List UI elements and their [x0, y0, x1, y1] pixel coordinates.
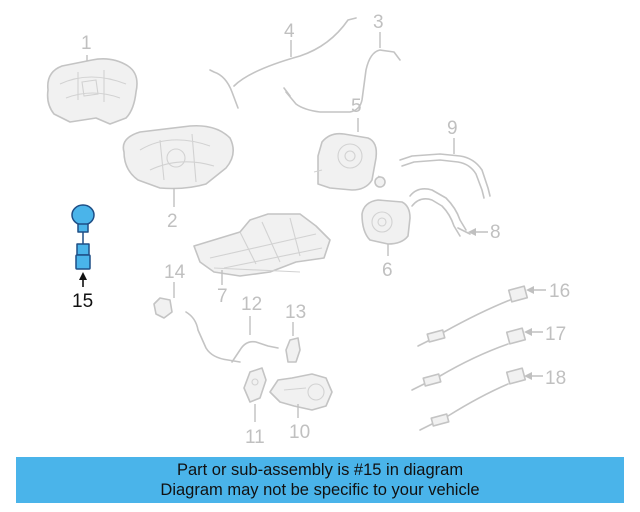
part-13[interactable] — [285, 337, 301, 363]
part-1[interactable] — [46, 58, 138, 125]
part-15-highlighted[interactable] — [71, 204, 95, 270]
part-10[interactable] — [269, 373, 333, 411]
part-2[interactable] — [122, 124, 234, 190]
part-5[interactable] — [313, 132, 386, 191]
part-14[interactable] — [153, 297, 241, 363]
parts-diagram: 1 2 3 4 5 6 7 — [46, 12, 570, 448]
part-16[interactable] — [417, 285, 529, 347]
callout-13[interactable]: 13 — [285, 302, 306, 323]
part-9[interactable] — [399, 153, 491, 199]
callout-16[interactable]: 16 — [549, 281, 570, 302]
callout-12[interactable]: 12 — [241, 294, 262, 315]
banner-line-2: Diagram may not be specific to your vehi… — [160, 481, 480, 499]
callout-10[interactable]: 10 — [289, 422, 310, 443]
callout-15[interactable]: 15 — [72, 291, 93, 312]
part-11[interactable] — [243, 367, 267, 403]
callout-1[interactable]: 1 — [81, 33, 92, 54]
callout-4[interactable]: 4 — [284, 21, 295, 42]
callout-14[interactable]: 14 — [164, 262, 186, 283]
callout-9[interactable]: 9 — [447, 118, 458, 139]
callout-6[interactable]: 6 — [382, 260, 393, 281]
callout-7[interactable]: 7 — [217, 286, 228, 307]
part-4[interactable] — [209, 17, 357, 109]
part-8[interactable] — [409, 188, 471, 237]
part-12[interactable] — [231, 340, 279, 363]
part-6[interactable] — [361, 199, 411, 245]
banner-line-1: Part or sub-assembly is #15 in diagram — [176, 461, 464, 479]
part-7[interactable] — [193, 213, 331, 277]
part-18[interactable] — [419, 367, 527, 431]
callout-3[interactable]: 3 — [373, 12, 384, 33]
callout-5[interactable]: 5 — [351, 96, 362, 117]
callout-11[interactable]: 11 — [245, 427, 265, 448]
info-banner: Part or sub-assembly is #15 in diagram D… — [16, 457, 624, 503]
part-17[interactable] — [411, 327, 527, 391]
part-3[interactable] — [283, 49, 401, 113]
callout-2[interactable]: 2 — [167, 211, 178, 232]
callout-8[interactable]: 8 — [490, 222, 501, 243]
callout-18[interactable]: 18 — [545, 368, 566, 389]
callout-17[interactable]: 17 — [545, 324, 566, 345]
